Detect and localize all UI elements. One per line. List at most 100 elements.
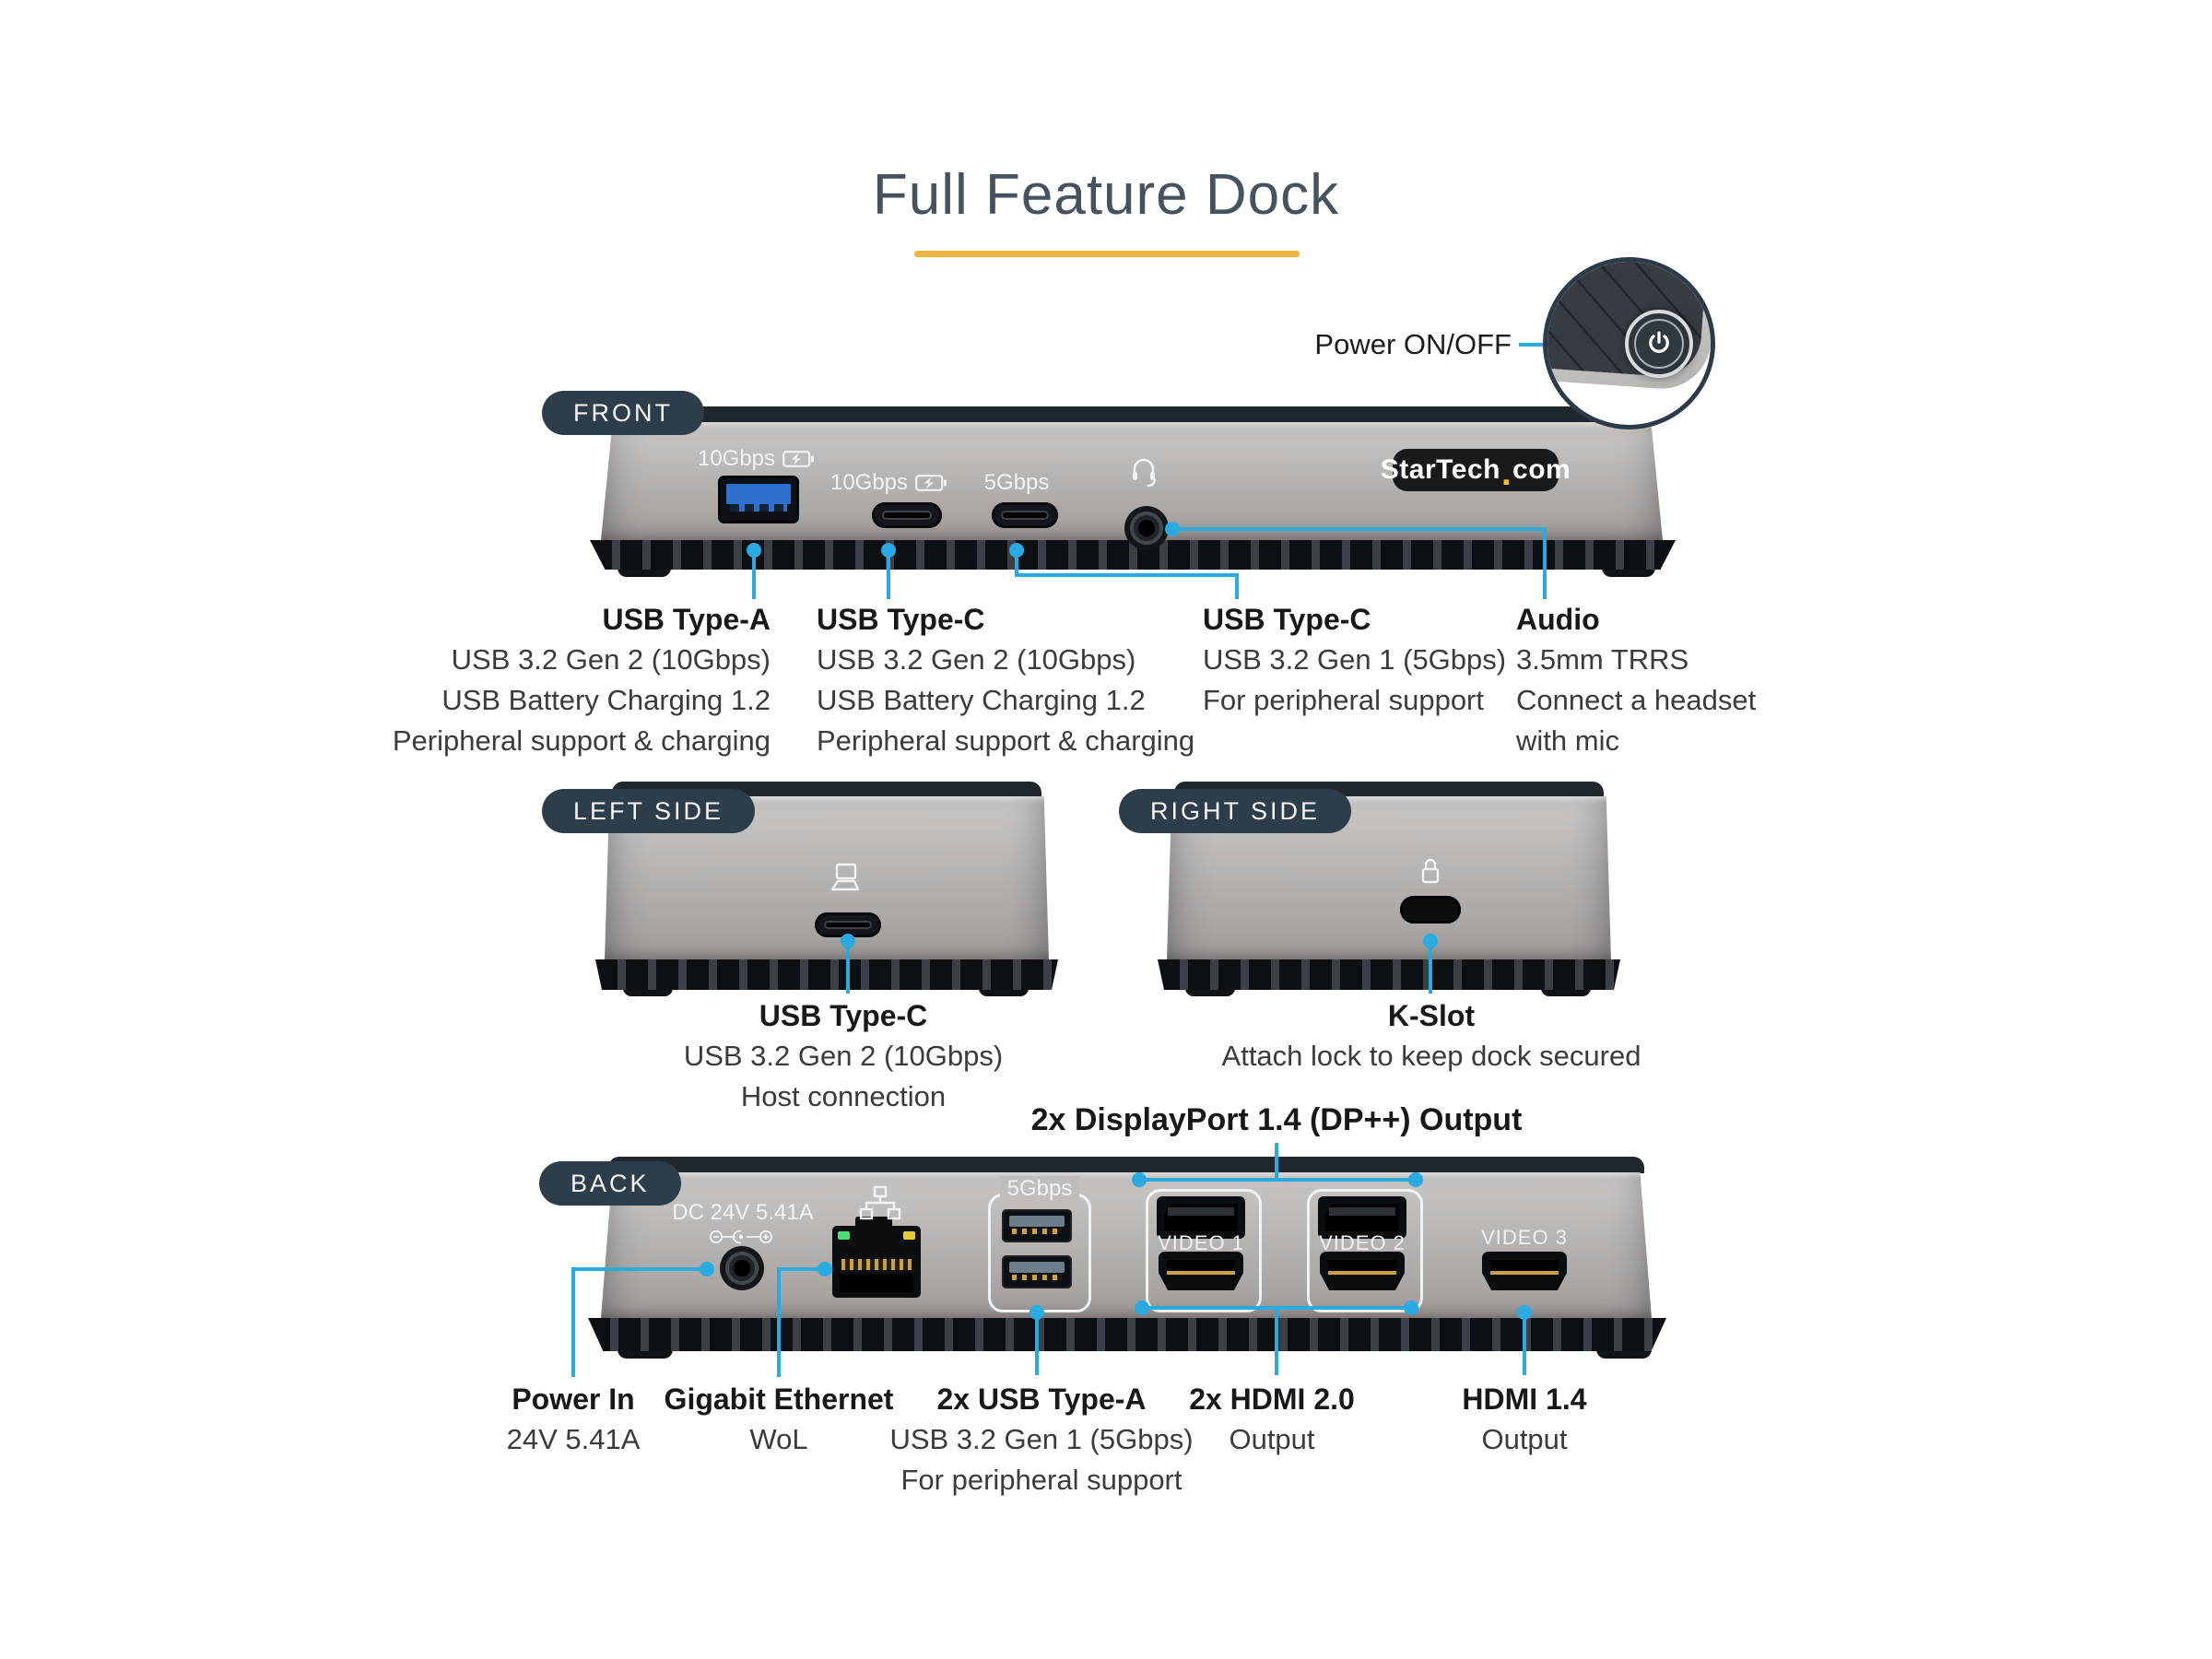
callout-line — [1235, 573, 1239, 599]
callout-dot — [747, 543, 761, 558]
usb-c-slot — [1001, 510, 1049, 521]
left-side-annotation: USB Type-C USB 3.2 Gen 2 (10Gbps) Host c… — [613, 995, 1074, 1117]
callout-dot — [818, 1262, 832, 1277]
dc-polarity-icon — [708, 1228, 780, 1251]
callout-dot — [881, 543, 896, 558]
tag-left-side: LEFT SIDE — [542, 789, 756, 833]
annotation-heading: USB Type-A — [602, 603, 771, 636]
usb-a-pins — [1012, 1275, 1062, 1280]
rj45-cavity — [840, 1274, 913, 1292]
annotation-heading: 2x USB Type-A — [936, 1382, 1147, 1416]
callout-dot — [1132, 1172, 1147, 1187]
annotation-heading: K-Slot — [1387, 999, 1476, 1032]
front-usb-c2-annotation: USB Type-C USB 3.2 Gen 1 (5Gbps) For per… — [1203, 599, 1590, 721]
annotation-line: USB 3.2 Gen 2 (10Gbps) — [683, 1040, 1004, 1072]
k-slot-port — [1400, 896, 1461, 924]
usb-a-tongue — [726, 484, 791, 504]
callout-line — [779, 1267, 821, 1271]
usb-c-slot — [824, 920, 872, 930]
logo-dot: . — [1500, 454, 1512, 493]
battery-charging-icon — [915, 475, 947, 491]
page-title: Full Feature Dock — [872, 163, 1340, 227]
back-dock-face — [601, 1172, 1652, 1318]
callout-line — [1139, 1178, 1416, 1182]
annotation-heading: USB Type-C — [817, 603, 985, 636]
annotation-line: Connect a headset — [1516, 684, 1757, 716]
annotation-heading: Power In — [512, 1382, 635, 1416]
dc-marking: DC 24V 5.41A — [605, 1200, 881, 1226]
speed-label: 5Gbps — [983, 470, 1050, 495]
callout-dot — [1165, 522, 1180, 536]
annotation-line: WoL — [749, 1423, 808, 1455]
headset-icon — [1129, 455, 1159, 491]
usb-a-pins — [730, 504, 787, 512]
front-usb-c1-marking: 10Gbps — [796, 470, 981, 496]
rj45-pins — [841, 1259, 912, 1270]
ethernet-icon — [859, 1185, 901, 1225]
annotation-line: USB 3.2 Gen 2 (10Gbps) — [817, 643, 1136, 676]
callout-dot — [1030, 1305, 1044, 1320]
back-dock-vent — [588, 1318, 1666, 1351]
hdmi-port-3 — [1482, 1252, 1567, 1290]
audio-jack — [1124, 506, 1169, 550]
callout-line — [1275, 1308, 1278, 1375]
usb-a-port-back-1 — [1002, 1209, 1072, 1242]
annotation-line: For peripheral support — [1203, 684, 1484, 716]
lock-icon — [1418, 855, 1443, 893]
annotation-heading: USB Type-C — [759, 999, 928, 1032]
front-usb-c2-marking: 5Gbps — [924, 470, 1109, 496]
video3-label: VIDEO 3 — [1481, 1226, 1568, 1249]
annotation-line: Output — [1229, 1423, 1315, 1455]
callout-line — [1035, 1312, 1039, 1375]
tag-back: BACK — [539, 1161, 681, 1206]
usb-c-port-2 — [992, 502, 1058, 528]
callout-line — [752, 550, 756, 599]
callout-line — [573, 1267, 703, 1271]
hdmi-port-2 — [1320, 1252, 1405, 1290]
hdmi-port-1 — [1159, 1252, 1243, 1290]
callout-line — [777, 1267, 781, 1377]
displayport-heading: 2x DisplayPort 1.4 (DP++) Output — [1030, 1102, 1523, 1137]
front-audio-annotation: Audio 3.5mm TRRS Connect a headset with … — [1516, 599, 1848, 761]
power-button — [1625, 310, 1693, 378]
right-dock-vent — [1158, 959, 1620, 990]
back-dock-foot — [1596, 1349, 1652, 1359]
usb-c-host-port — [815, 912, 881, 937]
usb-c-slot — [881, 510, 933, 521]
power-onoff-label: Power ON/OFF — [1314, 328, 1512, 360]
right-dock-foot — [1541, 988, 1591, 996]
front-usb-a-annotation: USB Type-A USB 3.2 Gen 2 (10Gbps) USB Ba… — [291, 599, 771, 761]
back-usb-annotation: 2x USB Type-A USB 3.2 Gen 1 (5Gbps) For … — [857, 1379, 1226, 1500]
power-icon — [1649, 331, 1669, 353]
left-dock-vent — [595, 959, 1058, 990]
title-underline — [914, 251, 1300, 257]
annotation-heading: HDMI 1.4 — [1462, 1382, 1587, 1416]
speed-label: 10Gbps — [830, 470, 909, 495]
callout-dot — [841, 934, 855, 948]
annotation-line: Output — [1481, 1423, 1568, 1455]
back-power-annotation: Power In 24V 5.41A — [435, 1379, 712, 1460]
front-dock-rim — [606, 406, 1661, 423]
annotation-line: USB 3.2 Gen 2 (10Gbps) — [451, 643, 771, 676]
power-callout-line — [1519, 343, 1561, 347]
callout-line — [1172, 527, 1547, 531]
annotation-line: USB 3.2 Gen 1 (5Gbps) — [1203, 643, 1507, 676]
usb-c-port-1 — [872, 502, 942, 528]
speed-label: 10Gbps — [697, 446, 776, 471]
annotation-line: Host connection — [740, 1080, 947, 1112]
usb-a-tongue — [1009, 1216, 1065, 1227]
right-dock-foot — [1185, 988, 1235, 996]
back-ethernet-annotation: Gigabit Ethernet WoL — [618, 1379, 940, 1460]
callout-line — [1015, 573, 1239, 577]
callout-line — [1543, 527, 1547, 599]
usb-a-pins — [1012, 1229, 1062, 1234]
logo-tld: com — [1512, 454, 1571, 485]
video2-label: VIDEO 2 — [1319, 1231, 1406, 1254]
back-hdmi2-annotation: 2x HDMI 2.0 Output — [1134, 1379, 1410, 1460]
displayport-2 — [1318, 1196, 1406, 1239]
video2-outline — [1307, 1189, 1423, 1312]
callout-dot — [1009, 543, 1024, 558]
left-dock-foot — [623, 988, 673, 996]
front-dock-foot — [618, 568, 671, 577]
